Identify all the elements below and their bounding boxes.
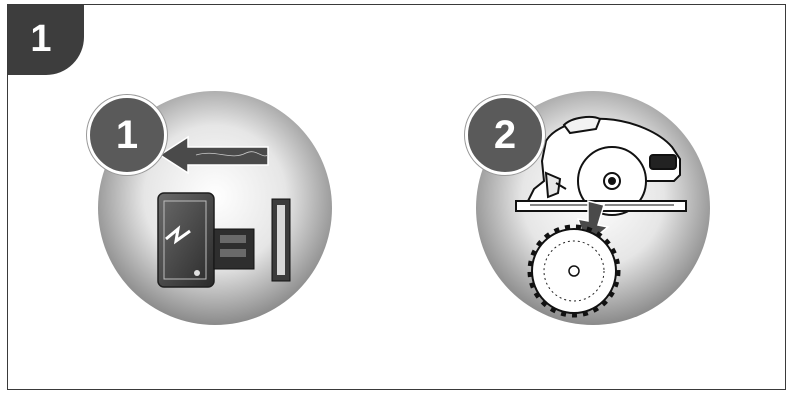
saw-blade-icon bbox=[527, 224, 621, 318]
step-1-badge: 1 bbox=[87, 95, 167, 175]
tool-handle-icon bbox=[271, 198, 291, 282]
sheet-number: 1 bbox=[30, 18, 52, 60]
step-1-illustration: 1 bbox=[87, 89, 334, 327]
sheet-number-badge: 1 bbox=[8, 5, 84, 75]
arrow-left-icon bbox=[158, 135, 269, 175]
instruction-frame: 1 bbox=[7, 4, 786, 390]
step-2-number: 2 bbox=[493, 113, 517, 157]
step-2-badge: 2 bbox=[465, 95, 545, 175]
step-2-illustration: 2 bbox=[465, 89, 712, 327]
step-1-number: 1 bbox=[115, 113, 139, 157]
battery-icon bbox=[157, 192, 255, 288]
